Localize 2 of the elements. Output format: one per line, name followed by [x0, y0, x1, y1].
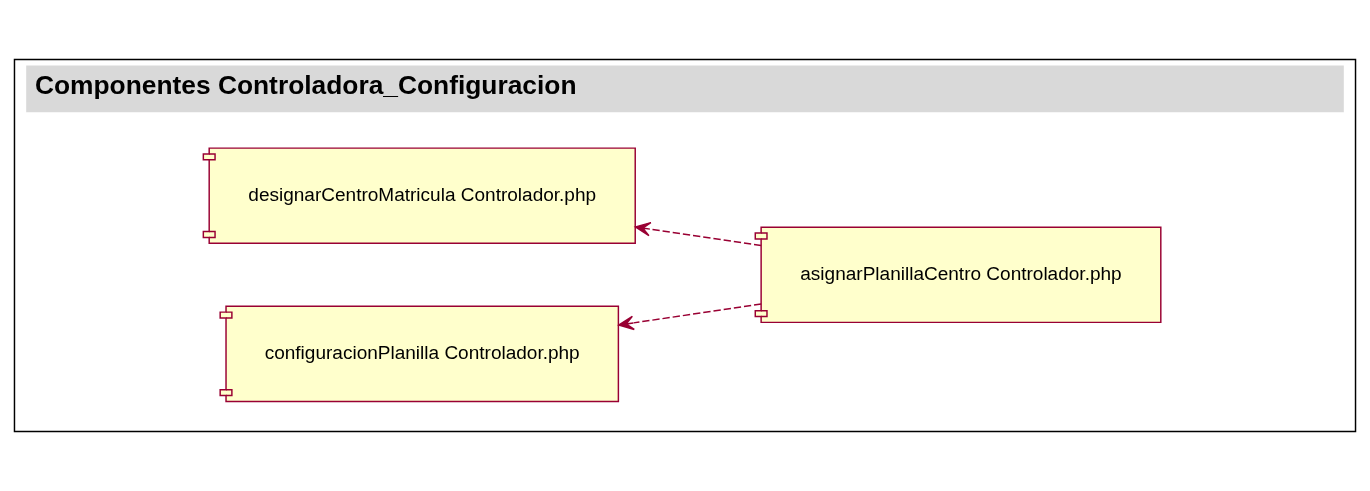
arrow	[634, 221, 762, 247]
arrow	[618, 303, 762, 331]
